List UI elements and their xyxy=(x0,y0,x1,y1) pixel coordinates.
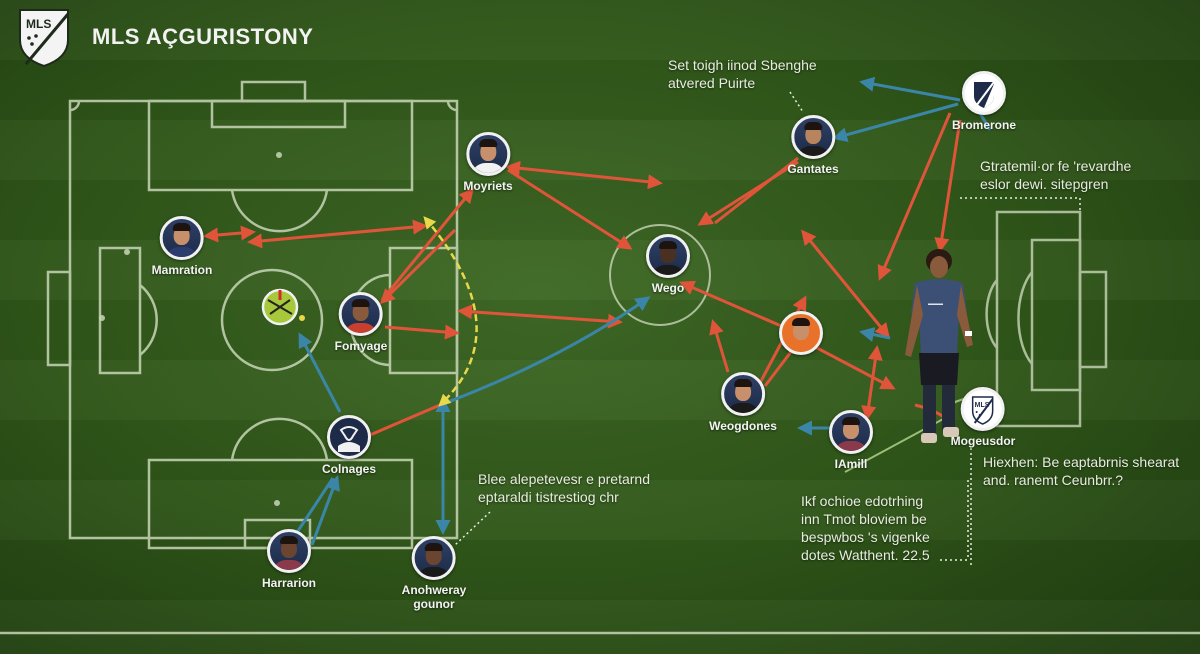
player-node-gantates[interactable]: Gantates xyxy=(787,115,839,176)
featured-player-figure: ▬▬▬ xyxy=(905,249,973,443)
player-label: Weogdones xyxy=(709,419,777,433)
header: MLS MLS AÇGURISTONY xyxy=(14,6,313,68)
player-label: Fomyage xyxy=(334,339,388,353)
player-node-colnages[interactable]: Colnages xyxy=(322,415,376,476)
player-label: Mogeusdor xyxy=(950,434,1016,448)
player-label: Moyriets xyxy=(463,179,513,193)
player-label: Mamration xyxy=(151,263,213,277)
player-avatar xyxy=(790,115,835,159)
player-label: Wego xyxy=(651,281,685,295)
annotation-note-lower-right: Hiexhen: Be eaptabrnis shearat and. rane… xyxy=(983,453,1179,489)
ball-icon xyxy=(261,288,305,326)
player-avatar xyxy=(465,132,510,176)
player-node-weogdones[interactable]: Weogdones xyxy=(709,372,777,433)
club-badge-icon xyxy=(326,415,371,459)
player-label: Anohweray gounor xyxy=(401,583,467,611)
player-avatar xyxy=(646,234,690,278)
player-label: Colnages xyxy=(321,462,377,476)
player-node-fomyage[interactable]: Fomyage xyxy=(334,292,388,353)
note-line: eslor dewi. sitepgren xyxy=(980,176,1109,192)
player-label: IAmill xyxy=(834,457,868,471)
annotation-note-bottom: Ikf ochioe edotrhing inn Tmot bloviem be… xyxy=(801,492,930,564)
note-line: Blee alepetevesr e pretarnd xyxy=(478,471,650,487)
player-node-mogeusdor[interactable]: MLS Mogeusdor xyxy=(950,387,1016,448)
player-avatar xyxy=(721,372,765,416)
player-node-orange[interactable] xyxy=(779,311,823,355)
annotation-note-top: Set toigh iinod Sbenghe atvered Puirte xyxy=(668,56,817,92)
player-node-wego[interactable]: Wego xyxy=(646,234,690,295)
player-node-mamration[interactable]: Mamration xyxy=(151,216,213,277)
svg-text:MLS: MLS xyxy=(975,402,990,409)
note-line: and. ranemt Ceunbrr.? xyxy=(983,472,1124,488)
player-label: Bromerone xyxy=(951,118,1017,132)
note-line: atvered Puirte xyxy=(668,75,756,91)
mls-crest-icon: MLS xyxy=(960,387,1005,431)
note-line: Ikf ochioe edotrhing xyxy=(801,493,924,509)
player-node-iamill[interactable]: IAmill xyxy=(829,410,873,471)
club-crest-icon xyxy=(961,71,1006,115)
right-pitch-lines xyxy=(985,210,1108,428)
note-line: bespwbos 's vigenke xyxy=(801,529,930,545)
player-avatar xyxy=(829,410,873,454)
note-line: eptaraldi tistrestiog chr xyxy=(478,489,619,505)
note-line: inn Tmot bloviem be xyxy=(801,511,927,527)
note-line: Hiexhen: Be eaptabrnis shearat xyxy=(983,454,1180,470)
page-title: MLS AÇGURISTONY xyxy=(92,24,314,49)
player-avatar xyxy=(779,311,823,355)
svg-text:MLS: MLS xyxy=(26,17,51,31)
player-avatar xyxy=(412,536,456,580)
player-label: Gantates xyxy=(787,162,839,176)
svg-text:▬▬▬: ▬▬▬ xyxy=(928,301,943,307)
player-node-moyriets[interactable]: Moyriets xyxy=(463,132,513,193)
player-label: Harrarion xyxy=(261,576,317,590)
annotation-note-right: Gtratemil·or fe 'revardhe eslor dewi. si… xyxy=(980,157,1131,193)
player-avatar xyxy=(267,529,311,573)
mls-crest-icon: MLS xyxy=(19,9,70,68)
player-avatar xyxy=(160,216,204,260)
player-node-bromerone[interactable]: Bromerone xyxy=(952,71,1016,132)
player-node-anohweray[interactable]: Anohweray gounor xyxy=(401,536,467,611)
player-avatar xyxy=(339,292,383,336)
note-line: dotes Watthent. 22.5 xyxy=(801,547,930,563)
note-line: Set toigh iinod Sbenghe xyxy=(668,57,817,73)
note-line: Gtratemil·or fe 'revardhe xyxy=(980,158,1132,174)
player-node-harrarion[interactable]: Harrarion xyxy=(262,529,316,590)
annotation-note-mid: Blee alepetevesr e pretarnd eptaraldi ti… xyxy=(478,470,650,506)
